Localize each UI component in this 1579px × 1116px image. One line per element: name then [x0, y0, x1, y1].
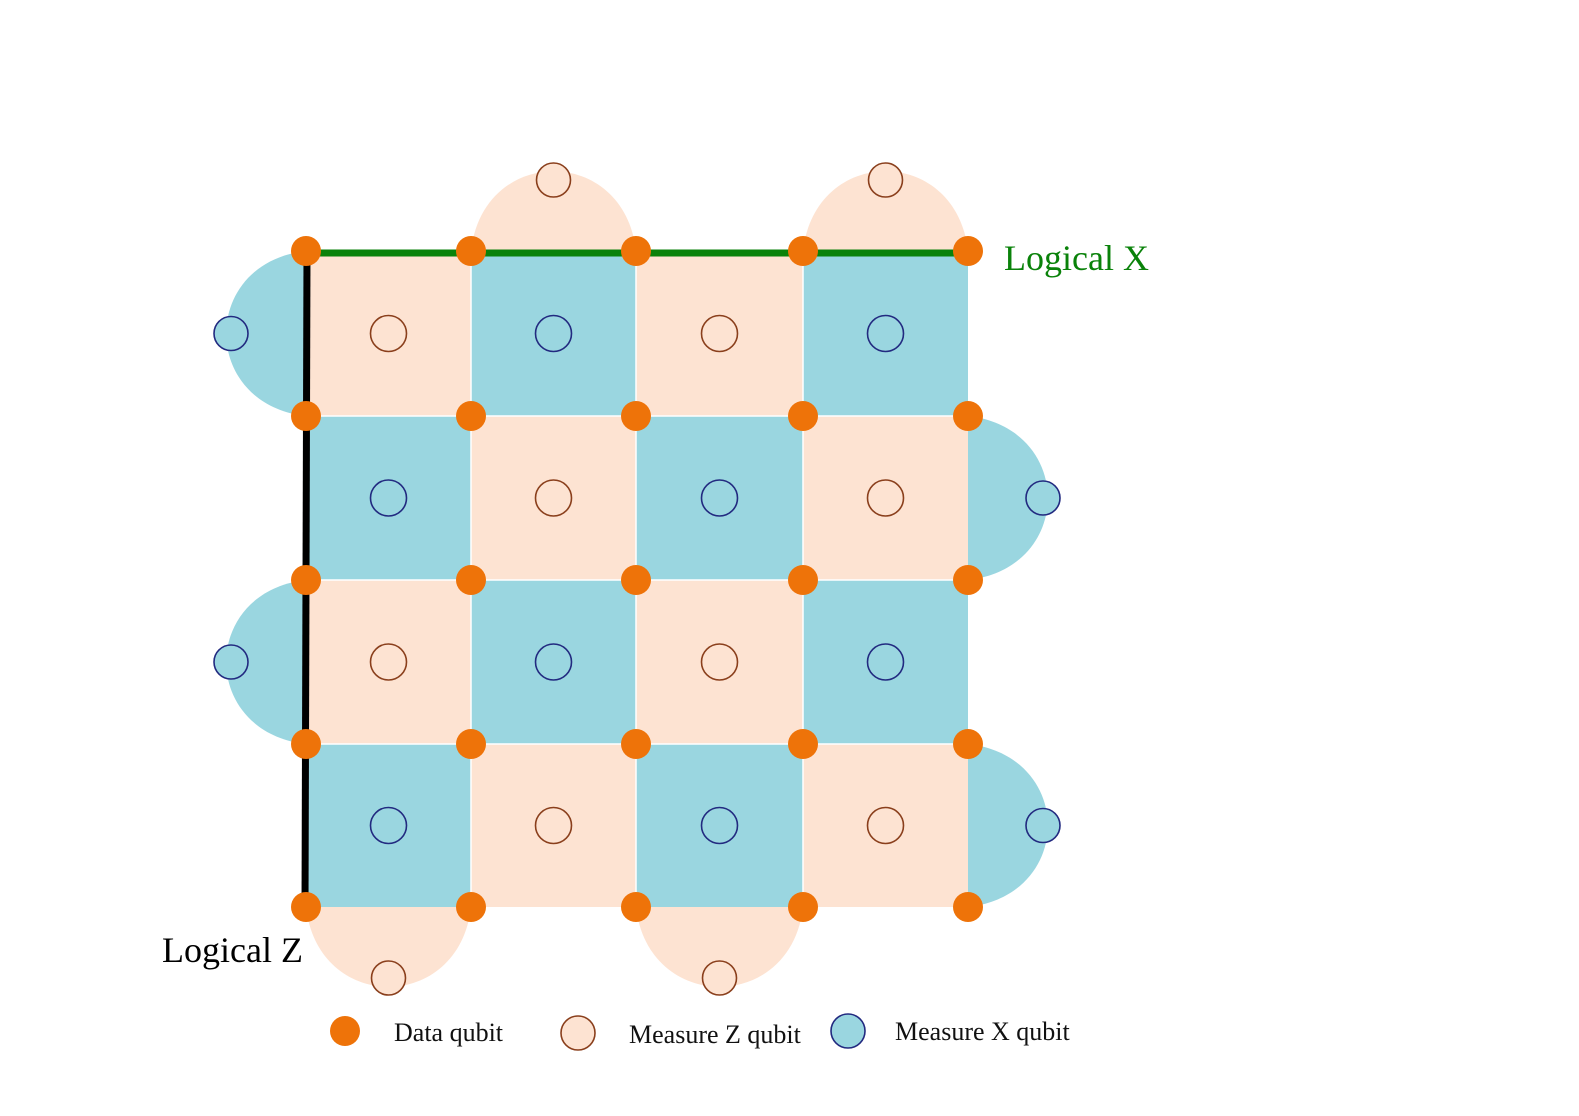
boundary-z-stabilizer — [803, 171, 968, 251]
measure-z-qubit — [369, 314, 408, 353]
data-qubit — [953, 401, 983, 431]
boundary-measure-x-qubit — [213, 315, 249, 352]
measure-x-plaquette — [471, 251, 636, 416]
data-qubit — [456, 236, 486, 266]
data-qubit — [953, 729, 983, 759]
measure-z-plaquette — [471, 416, 636, 580]
data-qubit — [788, 892, 818, 922]
measure-x-plaquette — [803, 251, 968, 416]
data-qubit — [456, 401, 486, 431]
boundary-measure-x-qubit — [1025, 807, 1061, 844]
data-qubit — [788, 401, 818, 431]
data-qubit — [456, 565, 486, 595]
logical-x-label: Logical X — [1004, 238, 1149, 278]
measure-z-plaquette — [306, 580, 471, 744]
data-qubit — [621, 236, 651, 266]
boundary-z-stabilizer — [636, 907, 803, 987]
boundary-x-stabilizer — [226, 580, 306, 744]
data-qubit — [621, 892, 651, 922]
measure-z-plaquette — [803, 416, 968, 580]
data-qubit — [788, 236, 818, 266]
measure-x-qubit — [866, 643, 905, 681]
boundary-x-stabilizer — [968, 416, 1048, 580]
boundary-stabilizer-layer — [226, 171, 1048, 987]
legend: Data qubit Measure Z qubit Measure X qub… — [330, 1013, 1071, 1051]
data-qubit — [953, 892, 983, 922]
legend-data-qubit-label: Data qubit — [394, 1018, 504, 1047]
data-qubit — [291, 565, 321, 595]
legend-measure-x-label: Measure X qubit — [895, 1017, 1071, 1046]
data-qubit — [953, 236, 983, 266]
measure-x-plaquette — [636, 744, 803, 907]
measure-z-qubit — [369, 643, 408, 681]
boundary-x-stabilizer — [226, 251, 306, 416]
boundary-measure-z-qubit — [867, 162, 904, 198]
measure-x-qubit — [534, 314, 573, 353]
data-qubit — [291, 401, 321, 431]
boundary-z-stabilizer — [471, 171, 636, 251]
measure-z-qubit — [534, 806, 573, 845]
boundary-measure-x-qubit — [1025, 480, 1061, 516]
data-qubit — [953, 565, 983, 595]
measure-x-plaquette — [306, 744, 471, 907]
measure-z-plaquette — [306, 251, 471, 416]
legend-measure-z-icon — [560, 1015, 596, 1051]
data-qubit — [788, 729, 818, 759]
measure-z-qubit — [866, 479, 905, 517]
data-qubit — [621, 729, 651, 759]
boundary-x-stabilizer — [968, 744, 1048, 907]
plaquette-layer — [306, 251, 968, 907]
legend-measure-x-icon — [830, 1013, 866, 1049]
logical-z-label: Logical Z — [162, 930, 303, 970]
measure-qubit-layer — [213, 162, 1061, 996]
boundary-measure-z-qubit — [370, 960, 407, 996]
measure-z-qubit — [700, 314, 739, 353]
measure-x-plaquette — [306, 416, 471, 580]
measure-x-qubit — [369, 479, 408, 517]
measure-z-plaquette — [803, 744, 968, 907]
measure-x-qubit — [369, 806, 408, 845]
measure-x-plaquette — [471, 580, 636, 744]
data-qubit — [291, 729, 321, 759]
measure-z-qubit — [700, 643, 739, 681]
measure-x-qubit — [866, 314, 905, 353]
data-qubit — [621, 565, 651, 595]
measure-x-qubit — [534, 643, 573, 681]
data-qubit — [456, 892, 486, 922]
measure-x-plaquette — [803, 580, 968, 744]
measure-z-plaquette — [636, 251, 803, 416]
measure-x-qubit — [700, 806, 739, 845]
boundary-measure-z-qubit — [701, 960, 738, 996]
measure-x-qubit — [700, 479, 739, 517]
data-qubit — [291, 892, 321, 922]
legend-measure-z-label: Measure Z qubit — [629, 1020, 802, 1049]
boundary-measure-z-qubit — [535, 162, 572, 198]
measure-z-qubit — [866, 806, 905, 845]
measure-x-plaquette — [636, 416, 803, 580]
measure-z-plaquette — [471, 744, 636, 907]
boundary-z-stabilizer — [306, 907, 471, 987]
measure-z-plaquette — [636, 580, 803, 744]
data-qubit-layer — [291, 236, 983, 922]
data-qubit — [788, 565, 818, 595]
data-qubit — [621, 401, 651, 431]
measure-z-qubit — [534, 479, 573, 517]
data-qubit — [456, 729, 486, 759]
data-qubit — [291, 236, 321, 266]
legend-data-qubit-icon — [330, 1016, 360, 1046]
boundary-measure-x-qubit — [213, 644, 249, 680]
